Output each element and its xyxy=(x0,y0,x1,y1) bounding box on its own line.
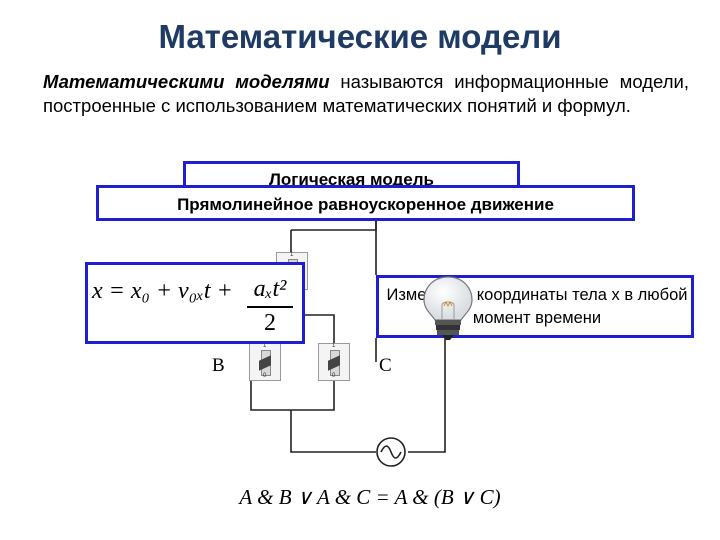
ac-source-icon xyxy=(376,437,406,467)
formula-main: x = x₀ + v₀ₓt + xyxy=(92,278,233,304)
formula-box xyxy=(85,262,305,344)
formula-fraction: aₓt² 2 xyxy=(247,276,293,338)
fraction-bar xyxy=(247,306,293,308)
switch-on-mark: 1 xyxy=(263,343,267,349)
switch-off-mark: 0 xyxy=(263,373,267,379)
switch-c[interactable]: 1 0 xyxy=(318,343,350,381)
formula-numerator: aₓt² xyxy=(253,276,287,302)
switch-on-mark: 1 xyxy=(290,252,294,258)
switch-b[interactable]: 1 0 xyxy=(249,343,281,381)
intro-text: называются информационные модели, постро… xyxy=(43,71,689,116)
switch-off-mark: 0 xyxy=(332,373,336,379)
motion-box: Прямолинейное равноускоренное движение xyxy=(96,185,635,221)
logic-model-label: Логическая модель xyxy=(268,170,434,189)
logic-expression: A & B ∨ A & C = A & (B ∨ C) xyxy=(239,485,501,509)
switch-b-label: B xyxy=(212,355,225,376)
intro-paragraph: Математическими моделями называются инфо… xyxy=(43,70,689,118)
switch-on-mark: 1 xyxy=(332,343,336,349)
light-bulb-icon xyxy=(423,276,473,340)
formula-denominator: 2 xyxy=(264,310,276,336)
intro-term: Математическими моделями xyxy=(43,71,330,92)
motion-label: Прямолинейное равноускоренное движение xyxy=(177,195,554,214)
page-title: Математические модели xyxy=(158,18,562,55)
switch-c-label: C xyxy=(379,355,392,376)
